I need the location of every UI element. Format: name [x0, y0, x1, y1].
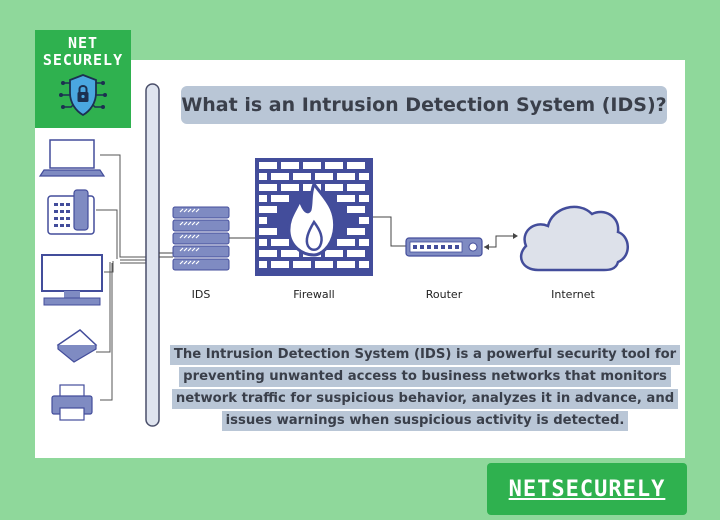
description-line: The Intrusion Detection System (IDS) is … [169, 345, 681, 365]
ids-server-icon [172, 206, 230, 271]
description-line: preventing unwanted access to business n… [179, 367, 671, 387]
printer-icon [51, 384, 93, 421]
logo-line-1: NET [67, 34, 99, 52]
description-line: issues warnings when suspicious activity… [221, 411, 629, 431]
firewall-icon [255, 158, 373, 276]
description: The Intrusion Detection System (IDS) is … [168, 343, 682, 431]
internet-label: Internet [551, 288, 595, 301]
router-label: Router [426, 288, 463, 301]
page-title: What is an Intrusion Detection System (I… [181, 86, 667, 124]
backbone-to-ids-link [159, 252, 173, 258]
router-to-internet-link [484, 233, 518, 250]
device-wiring [96, 154, 147, 401]
firewall-label: Firewall [293, 288, 334, 301]
description-line: network traffic for suspicious behavior,… [171, 389, 679, 409]
desktop-computer-icon [41, 254, 103, 306]
network-backbone [145, 83, 160, 427]
brand-link[interactable]: NETSECURELY [508, 476, 666, 502]
shield-lock-circuit-icon [59, 74, 107, 117]
logo-line-2: SECURELY [42, 51, 124, 69]
brand-badge: NETSECURELY [487, 463, 687, 515]
firewall-to-router-link [373, 216, 406, 247]
telephone-icon [47, 189, 95, 235]
logo: NET SECURELY [35, 30, 131, 128]
internet-cloud-icon [519, 205, 629, 272]
scanner-icon [56, 329, 98, 363]
ids-label: IDS [192, 288, 211, 301]
router-icon [405, 237, 483, 257]
laptop-icon [38, 139, 106, 177]
